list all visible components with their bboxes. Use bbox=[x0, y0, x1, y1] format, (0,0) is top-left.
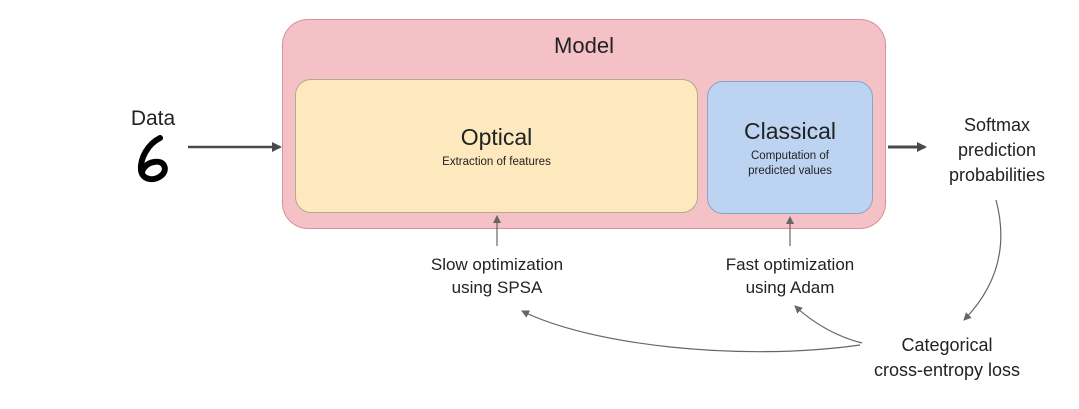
output-line1: Softmax bbox=[963, 115, 1031, 135]
classical-subtitle-line2: predicted values bbox=[748, 165, 832, 177]
optical-subtitle: Extraction of features bbox=[442, 156, 551, 168]
optical-title: Optical bbox=[460, 124, 533, 150]
classical-subtitle-line1: Computation of bbox=[751, 150, 829, 162]
loss-line1: Categorical bbox=[901, 335, 993, 355]
slow-optimization-line2: using SPSA bbox=[451, 278, 543, 297]
fast-optimization-line2: using Adam bbox=[745, 278, 835, 297]
fast-optimization-line1: Fast optimization bbox=[725, 255, 855, 274]
output-line3: probabilities bbox=[948, 165, 1046, 185]
loss-line2: cross-entropy loss bbox=[873, 360, 1021, 380]
classical-title: Classical bbox=[743, 118, 837, 144]
data-label: Data bbox=[130, 107, 176, 130]
loss-to-spsa-arrow bbox=[521, 310, 861, 353]
slow-optimization-line1: Slow optimization bbox=[430, 255, 564, 274]
output-line2: prediction bbox=[957, 140, 1037, 160]
handwritten-digit-six bbox=[137, 135, 168, 183]
model-title: Model bbox=[554, 33, 614, 58]
classical-block bbox=[707, 81, 873, 214]
optical-block bbox=[295, 79, 698, 213]
output-to-loss-arrow bbox=[963, 199, 1002, 321]
loss-to-adam-arrow bbox=[794, 305, 863, 344]
